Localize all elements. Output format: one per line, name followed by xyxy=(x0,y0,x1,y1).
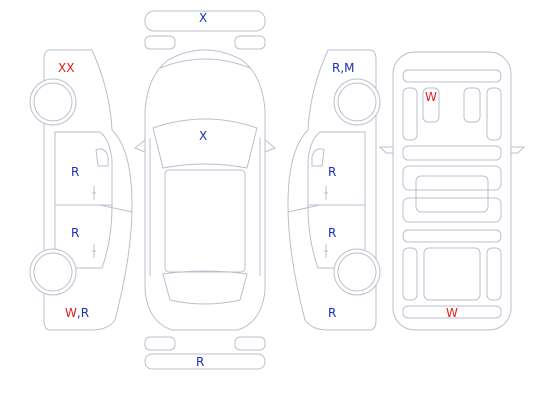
rear-bumper xyxy=(144,353,266,370)
front-bumper xyxy=(144,10,266,32)
left-mirror xyxy=(95,148,109,167)
mark-right-front-door: R xyxy=(328,165,337,179)
mark-right-rear-door: R xyxy=(328,226,337,240)
dashboard xyxy=(402,69,502,83)
top-view xyxy=(134,10,276,370)
right-rear-wheel xyxy=(333,248,381,296)
front-lamp-left xyxy=(144,35,176,50)
mark-hood: X xyxy=(199,129,208,143)
mark-left-rear-door: R xyxy=(71,226,80,240)
body-outline xyxy=(144,49,266,331)
mark-right-rear-quarter: R xyxy=(328,306,337,320)
cargo-area xyxy=(423,247,481,301)
mark-roof: X xyxy=(199,11,208,25)
left-side-view xyxy=(29,49,133,331)
right-body-outline xyxy=(287,49,377,331)
mark-left-front-fender: XX xyxy=(58,61,75,75)
rear-lamp-right xyxy=(234,336,266,351)
mark-rear-bumper: R xyxy=(196,355,205,369)
front-lamp-right xyxy=(234,35,266,50)
mark-left-rear-quarter: W,R xyxy=(65,306,90,320)
mark-interior-front-seat: W xyxy=(425,90,437,104)
left-body-outline xyxy=(43,49,133,331)
right-mirror xyxy=(311,148,325,167)
interior-outline xyxy=(392,51,512,331)
right-side-view xyxy=(287,49,381,331)
roof-panel xyxy=(164,169,246,273)
right-front-wheel xyxy=(333,78,381,126)
center-console xyxy=(415,175,489,213)
left-front-wheel xyxy=(29,78,77,126)
rear-window xyxy=(162,270,248,305)
interior-view xyxy=(378,51,526,331)
windshield xyxy=(152,118,258,169)
mark-left-front-door: R xyxy=(71,165,80,179)
front-seat-left xyxy=(422,87,440,123)
rear-lamp-left xyxy=(144,336,176,351)
mark-right-front-fender: R,M xyxy=(332,61,355,75)
front-seat-right xyxy=(463,87,481,123)
mark-interior-cargo: W xyxy=(446,306,458,320)
left-rear-wheel xyxy=(29,248,77,296)
